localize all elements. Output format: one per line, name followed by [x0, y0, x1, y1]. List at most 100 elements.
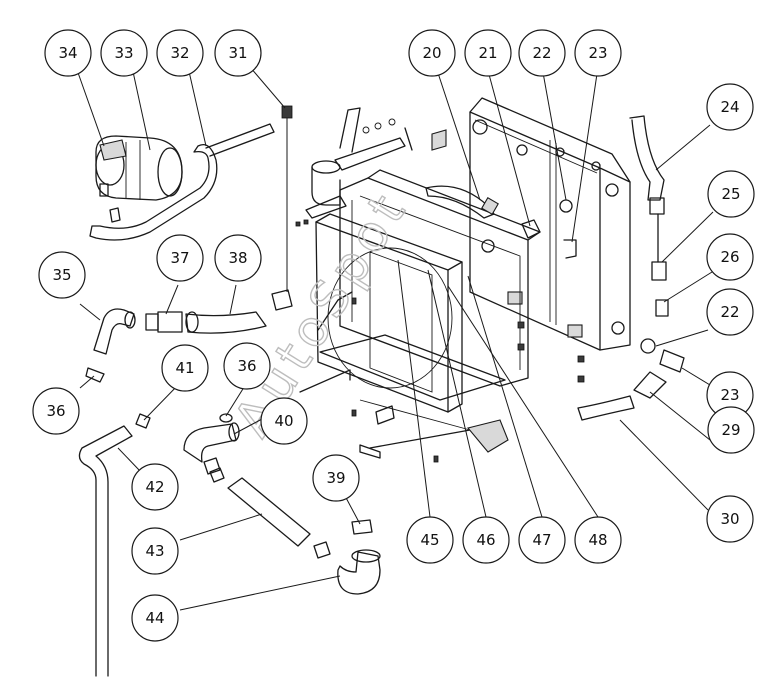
callout-number: 20	[422, 44, 441, 62]
callout-number: 41	[175, 359, 194, 377]
callout-circle	[100, 29, 148, 77]
right-hose-set	[577, 115, 685, 421]
callout-number: 38	[228, 249, 247, 267]
hardware	[295, 219, 585, 463]
callout-circle	[156, 29, 204, 77]
callout-circle	[214, 234, 262, 282]
callout-number: 30	[720, 510, 739, 528]
callout-circle	[156, 234, 204, 282]
filler-neck	[305, 160, 347, 219]
callout-circle	[706, 288, 754, 336]
callout-number: 43	[145, 542, 164, 560]
callout-number: 33	[114, 44, 133, 62]
callout-c21: 21	[464, 29, 512, 77]
callout-c31: 31	[214, 29, 262, 77]
callout-c37: 37	[156, 234, 204, 282]
callout-circle	[574, 516, 622, 564]
callout-circle	[707, 406, 755, 454]
callout-c46: 46	[462, 516, 510, 564]
callout-c33: 33	[100, 29, 148, 77]
callout-circle	[32, 387, 80, 435]
callout-circle	[706, 233, 754, 281]
fitting-31	[281, 105, 293, 119]
callout-number: 22	[720, 303, 739, 321]
callout-circle	[44, 29, 92, 77]
callout-c48: 48	[574, 516, 622, 564]
callout-c42: 42	[131, 463, 179, 511]
callout-circle	[312, 454, 360, 502]
callout-group: 34 33 32 31 20 21 22 23 24 25 26 22 23 29 30 35 37 38 36 41…	[32, 29, 755, 642]
callout-c23a: 23	[574, 29, 622, 77]
elbow-40	[183, 413, 240, 475]
callout-number: 34	[58, 44, 77, 62]
radiator-assembly	[469, 97, 631, 351]
callout-number: 21	[478, 44, 497, 62]
leader-lines	[75, 66, 714, 611]
callout-circle	[408, 29, 456, 77]
callout-circle	[131, 527, 179, 575]
callout-number: 36	[237, 357, 256, 375]
elbow-44	[337, 519, 381, 595]
callout-number: 23	[588, 44, 607, 62]
callout-circle	[518, 516, 566, 564]
callout-circle	[131, 463, 179, 511]
callout-c39: 39	[312, 454, 360, 502]
callout-circle	[260, 397, 308, 445]
tube-43	[227, 477, 311, 547]
callout-number: 48	[588, 531, 607, 549]
callout-number: 24	[720, 98, 739, 116]
callout-c40: 40	[260, 397, 308, 445]
callout-c29: 29	[707, 406, 755, 454]
fan-shroud-frame	[299, 169, 541, 459]
callout-c22b: 22	[706, 288, 754, 336]
callout-number: 25	[721, 185, 740, 203]
callout-number: 46	[476, 531, 495, 549]
callout-c26: 26	[706, 233, 754, 281]
callout-circle	[38, 251, 86, 299]
callout-c20: 20	[408, 29, 456, 77]
callout-c44: 44	[131, 594, 179, 642]
callout-circle	[518, 29, 566, 77]
callout-number: 44	[145, 609, 164, 627]
callout-circle	[706, 83, 754, 131]
callout-c43: 43	[131, 527, 179, 575]
callout-circle	[707, 170, 755, 218]
hose-32	[89, 143, 218, 241]
callout-circle	[223, 342, 271, 390]
callout-c30: 30	[706, 495, 754, 543]
callout-circle	[462, 516, 510, 564]
callout-number: 40	[274, 412, 293, 430]
callout-circle	[706, 495, 754, 543]
callout-circle	[406, 516, 454, 564]
callout-c34: 34	[44, 29, 92, 77]
callout-number: 29	[721, 421, 740, 439]
callout-c25: 25	[707, 170, 755, 218]
callout-c47: 47	[518, 516, 566, 564]
callout-number: 45	[420, 531, 439, 549]
callout-c38: 38	[214, 234, 262, 282]
callout-c41: 41	[161, 344, 209, 392]
callout-number: 22	[532, 44, 551, 62]
callout-circle	[131, 594, 179, 642]
callout-number: 23	[720, 386, 739, 404]
callout-number: 26	[720, 248, 739, 266]
callout-number: 37	[170, 249, 189, 267]
callout-number: 36	[46, 402, 65, 420]
callout-c35: 35	[38, 251, 86, 299]
callout-circle	[574, 29, 622, 77]
callout-c32: 32	[156, 29, 204, 77]
callout-c36a: 36	[32, 387, 80, 435]
top-bracket	[334, 107, 447, 171]
callout-c24: 24	[706, 83, 754, 131]
callout-number: 32	[170, 44, 189, 62]
upper-hose-20	[425, 185, 495, 219]
callout-circle	[161, 344, 209, 392]
callout-c36b: 36	[223, 342, 271, 390]
callout-c23b: 23	[706, 371, 754, 419]
callout-number: 39	[326, 469, 345, 487]
callout-circle	[464, 29, 512, 77]
callout-number: 35	[52, 266, 71, 284]
callout-number: 31	[228, 44, 247, 62]
